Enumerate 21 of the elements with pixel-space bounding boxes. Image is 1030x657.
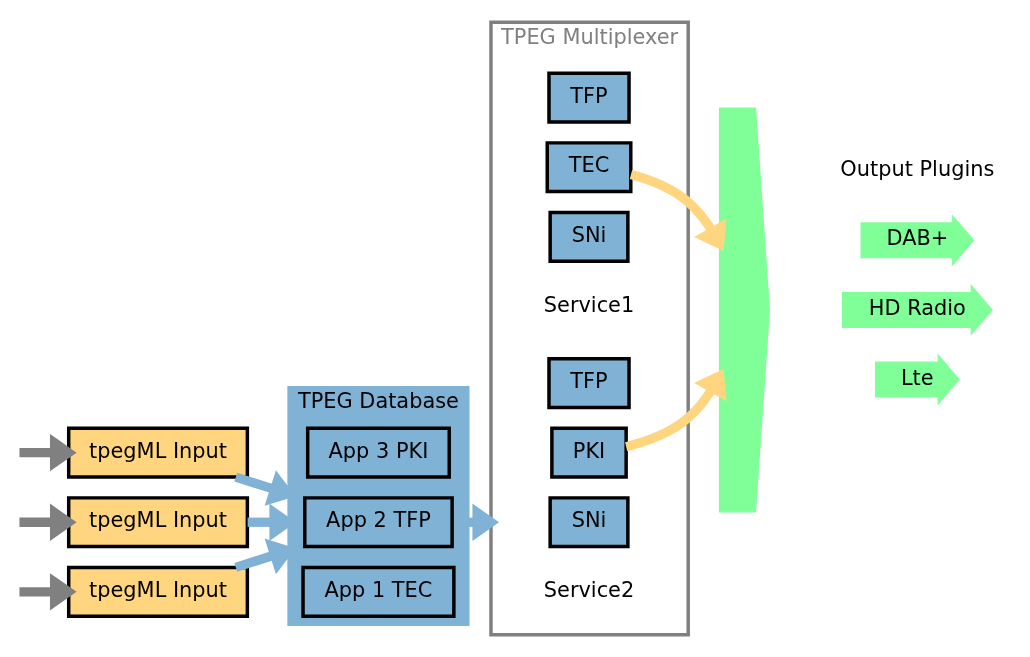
node-box: App 3 PKI: [305, 426, 451, 479]
node-box: tpegML Input: [66, 426, 250, 479]
node-box: TFP: [547, 71, 631, 124]
node-box: tpegML Input: [66, 496, 250, 549]
node-box: TEC: [545, 141, 633, 194]
node-box: PKI: [550, 426, 628, 479]
node-box: tpegML Input: [66, 565, 250, 618]
arrow: [19, 503, 77, 541]
node-box: TFP: [547, 356, 631, 410]
node-box: SNi: [548, 496, 630, 549]
arrow: [629, 169, 727, 251]
arrow: [19, 434, 77, 472]
label: Service2: [543, 577, 635, 602]
node-chevron: [718, 107, 770, 513]
label: Output Plugins: [840, 156, 995, 181]
node-box: App 2 TFP: [303, 496, 454, 549]
arrow: [625, 368, 727, 452]
node-box: SNi: [548, 210, 630, 263]
node-box: App 1 TEC: [301, 565, 456, 618]
label: Service1: [543, 292, 635, 317]
arrow: [19, 573, 77, 611]
